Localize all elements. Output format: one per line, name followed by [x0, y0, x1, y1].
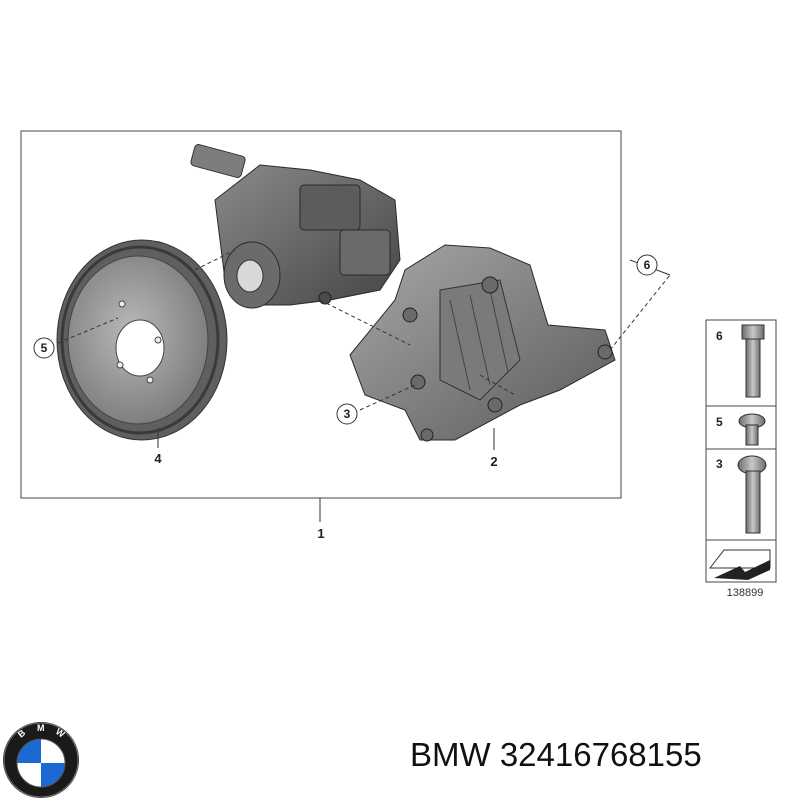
callout-3: 3 [336, 403, 358, 425]
label-2: 2 [490, 454, 497, 469]
callout-5-label: 5 [41, 341, 48, 355]
legend-number-6: 6 [716, 329, 723, 343]
arrow-icon [708, 549, 771, 580]
callout-3-label: 3 [344, 407, 351, 421]
callout-6: 6 [636, 254, 658, 276]
bracket-part [349, 244, 616, 442]
label-4: 4 [154, 451, 162, 466]
callout-6-label: 6 [644, 258, 651, 272]
part-number: 32416768155 [499, 736, 702, 773]
legend-number-3: 3 [716, 457, 723, 471]
torx-screw-icon [738, 413, 766, 446]
legend-panel: 6 5 3 [705, 319, 777, 583]
assembly-lines [57, 249, 671, 411]
pulley-part [56, 239, 228, 441]
logo-letter-m: M [37, 723, 45, 733]
callout-5: 5 [33, 337, 55, 359]
bmw-logo: B M W [3, 722, 79, 798]
figure-number: 138899 [727, 587, 764, 599]
brand-name: BMW [410, 736, 491, 773]
torx-bolt-icon [737, 455, 767, 534]
hex-bolt-icon [741, 324, 765, 398]
legend-number-5: 5 [716, 415, 723, 429]
diagram-frame [20, 130, 622, 499]
pump-part [190, 144, 401, 309]
logo-letter-b: B [16, 727, 28, 739]
part-caption: BMW 32416768155 [410, 736, 702, 774]
label-1: 1 [317, 526, 324, 541]
